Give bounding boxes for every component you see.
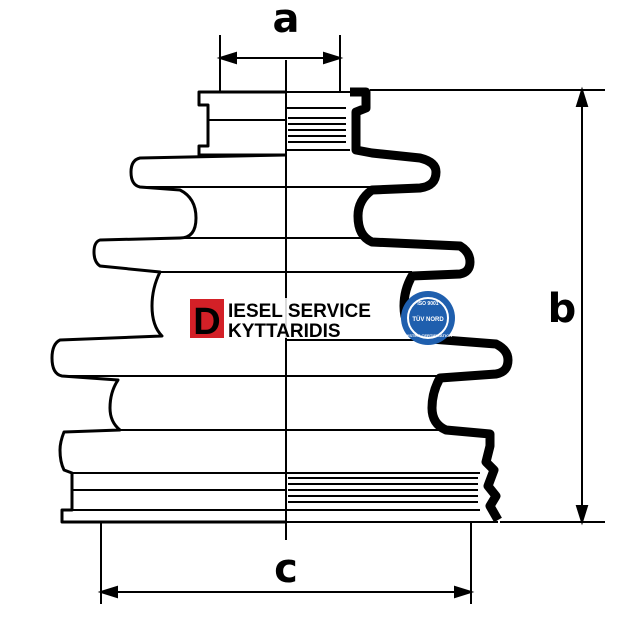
watermark-line1: IESEL SERVICE	[228, 301, 371, 322]
dimension-a	[216, 35, 344, 92]
watermark-background	[190, 298, 398, 338]
cert-bottom: SYSTEM CERTIFICATION	[404, 333, 452, 338]
watermark-line2: KYTTARIDIS	[228, 321, 341, 342]
inner-rim-lines	[62, 186, 286, 511]
boot-section-right	[286, 87, 513, 523]
cert-top: ISO 9001	[417, 301, 438, 307]
dimension-a-label: a	[273, 0, 300, 42]
boot-outline-left	[50, 90, 287, 524]
top-collar-outline	[197, 90, 286, 157]
dimension-b-label: b	[548, 286, 577, 332]
section-wall	[350, 87, 513, 523]
section-face-lines	[286, 91, 498, 523]
tuv-seal-icon: ISO 9001 TÜV NORD SYSTEM CERTIFICATION	[401, 291, 455, 345]
dimension-c-label: c	[274, 546, 298, 592]
dimension-b	[370, 86, 605, 526]
base-threads	[288, 477, 478, 503]
watermark-logo: D IESEL SERVICE KYTTARIDIS	[190, 298, 398, 343]
watermark-badge-letter: D	[193, 301, 220, 343]
cert-middle: TÜV NORD	[412, 316, 444, 323]
bellows-outline	[50, 153, 287, 524]
collar-threads	[288, 117, 346, 143]
dimension-c	[97, 522, 475, 604]
watermark-badge	[190, 299, 224, 338]
